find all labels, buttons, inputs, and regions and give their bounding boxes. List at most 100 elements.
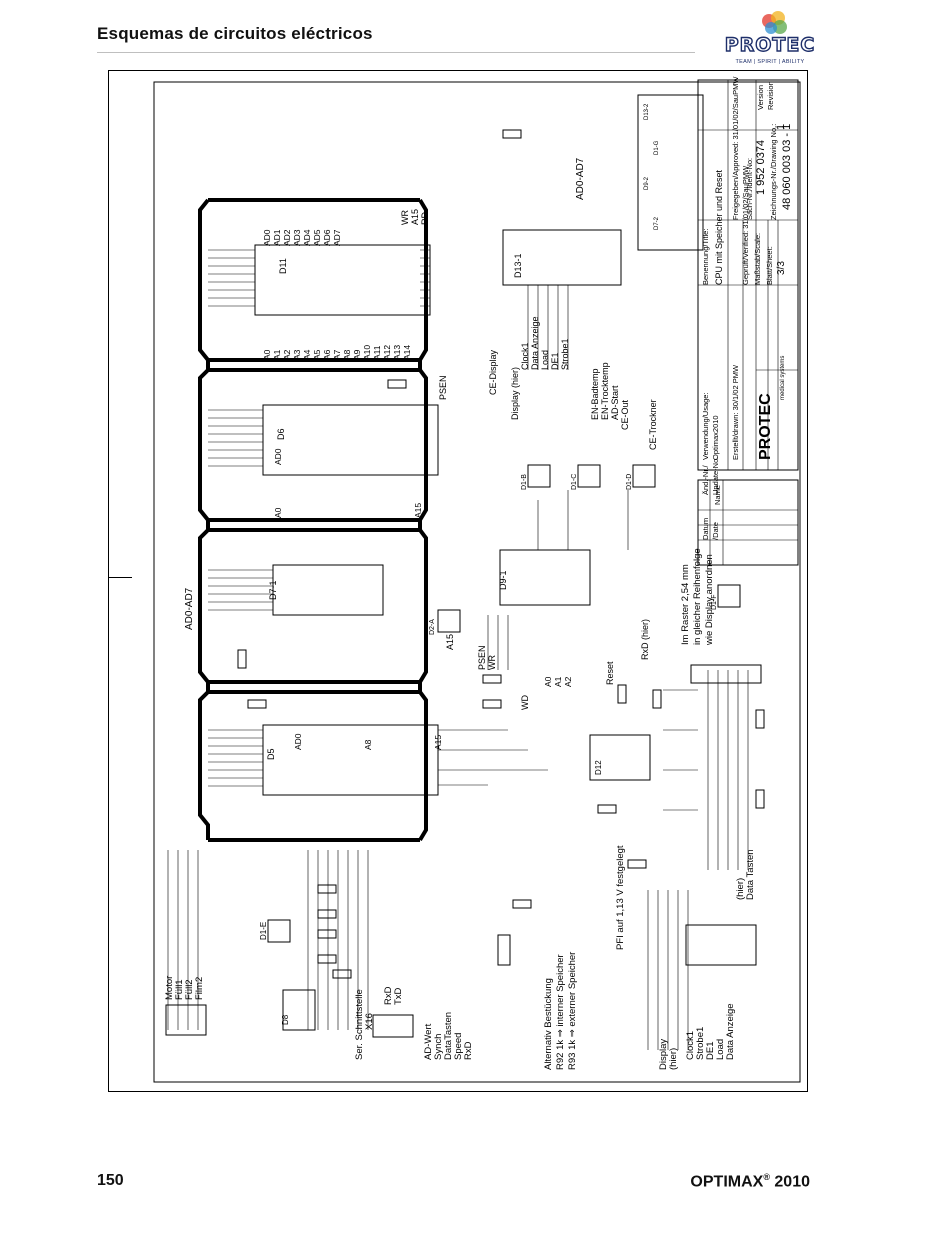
d6-ad-label: AD0 bbox=[273, 448, 283, 465]
sel-a1: A1 bbox=[553, 676, 563, 687]
d5-a15: A15 bbox=[433, 735, 443, 750]
motor-line-2: Füll2 bbox=[184, 979, 195, 1000]
resistors bbox=[237, 129, 765, 979]
sig-reset: Reset bbox=[605, 661, 615, 685]
disp-sig-strobe1: Strobe1 bbox=[560, 338, 570, 370]
connector-b-row bbox=[690, 664, 762, 684]
sig-display-hier: Display (hier) bbox=[510, 367, 520, 420]
label-d8: D8 bbox=[281, 1014, 290, 1025]
tb-geprueft: Geprüft/Verified: 31/01/02/SauPMW bbox=[741, 165, 750, 285]
label-d13: D13-1 bbox=[513, 253, 523, 278]
d11-a2: A2 bbox=[282, 349, 292, 360]
d11-ad1: AD1 bbox=[272, 229, 282, 246]
motor-line-0: Motor bbox=[164, 976, 175, 1000]
adwert-2: DataTasten bbox=[443, 1012, 454, 1060]
disp-sig-clock1: Clock1 bbox=[520, 342, 530, 370]
tb-version-label: Version bbox=[756, 85, 765, 110]
protec-logo: PROTEC TEAM | SPIRIT | ABILITY bbox=[724, 10, 816, 68]
sig-wr: WR bbox=[400, 210, 410, 225]
rb-datum: Datum bbox=[701, 518, 710, 540]
disp-bottom-1: Strobe1 bbox=[695, 1027, 706, 1060]
d5-ad0: AD0 bbox=[293, 733, 303, 750]
tb-bezeichnung-label: Benennung/Title: bbox=[701, 229, 710, 285]
tb-freigegeben: Freigegeben/Approved: 31/01/02/SauPMW bbox=[731, 76, 740, 220]
d11-a0: A0 bbox=[262, 349, 272, 360]
data-tasten-label: Data Tasten bbox=[745, 849, 756, 900]
d11-a7: A7 bbox=[332, 349, 342, 360]
sig-wd: WD bbox=[520, 695, 530, 710]
label-d11: D11 bbox=[278, 258, 288, 274]
sig-rd: RD bbox=[420, 212, 430, 225]
label-d9: D9-1 bbox=[498, 570, 508, 590]
page-number: 150 bbox=[97, 1172, 124, 1189]
ic-d13-body bbox=[502, 229, 622, 286]
label-d7: D7-1 bbox=[268, 580, 278, 600]
raster-note-1: in gleicher Reihenfolge bbox=[692, 548, 703, 645]
gate-d1c bbox=[577, 464, 601, 488]
d11-a14: A14 bbox=[402, 345, 412, 360]
ic-d9-body bbox=[499, 549, 591, 606]
sig-psen-b: PSEN bbox=[477, 645, 487, 670]
sig-en-badtemp: EN-Badtemp bbox=[590, 368, 600, 420]
d11-ad0: AD0 bbox=[262, 229, 272, 246]
frame-tick bbox=[108, 577, 132, 578]
bus-brackets bbox=[198, 198, 428, 842]
d11-a10: A10 bbox=[362, 345, 372, 360]
sel-a0: A0 bbox=[543, 676, 553, 687]
product-name: OPTIMAX® 2010 bbox=[690, 1172, 810, 1191]
product-year: 2010 bbox=[769, 1173, 810, 1191]
protec-logo-word: PROTEC bbox=[724, 33, 816, 56]
tb-verwendung-value: Optimax2010 bbox=[711, 415, 720, 460]
connector-c-block bbox=[685, 924, 757, 966]
gate-d1f bbox=[717, 584, 741, 608]
serial-connector-label: X16 bbox=[364, 1013, 375, 1030]
sig-psen: PSEN bbox=[438, 375, 448, 400]
rb-date: /Date bbox=[711, 522, 720, 540]
serial-rxd: RxD bbox=[383, 986, 394, 1005]
bus-label-ad-right: AD0-AD7 bbox=[575, 157, 586, 200]
gate-d1e bbox=[267, 919, 291, 943]
d11-a1: A1 bbox=[272, 349, 282, 360]
d11-a13: A13 bbox=[392, 345, 402, 360]
display-bottom-label: Display bbox=[658, 1039, 669, 1070]
disp-bottom-2: DE1 bbox=[705, 1042, 716, 1060]
tb-sach-value: 1 952 0374 bbox=[755, 140, 767, 195]
rb-name: Name bbox=[713, 485, 722, 505]
sig-a15: A15 bbox=[410, 209, 420, 225]
tb-massstab: Maßstab/Scale: bbox=[753, 233, 762, 285]
d11-a5: A5 bbox=[312, 349, 322, 360]
schematic-inner-frame bbox=[153, 81, 801, 1083]
serial-label: Ser. Schnittstelle bbox=[354, 989, 365, 1060]
tb-zeichnung-label: Zeichnungs-Nr./Drawing No.: bbox=[769, 124, 778, 220]
sig-en-trocktemp: EN-Trocktemp bbox=[600, 362, 610, 420]
title-block-frame bbox=[697, 79, 799, 471]
disp-sig-data: Data Anzeige bbox=[530, 316, 540, 370]
sig-a15-b: A15 bbox=[445, 634, 455, 650]
crystal bbox=[497, 934, 511, 966]
protec-logo-mark-icon bbox=[762, 11, 787, 34]
label-d1c: D1-C bbox=[571, 474, 578, 490]
small-ic-0: D13-2 bbox=[644, 103, 650, 120]
disp-bottom-3: Load bbox=[715, 1039, 726, 1060]
sig-ce-out: CE-Out bbox=[620, 399, 630, 430]
variant-note-0: Alternativ Bestückung bbox=[543, 978, 554, 1070]
product-word: OPTIMAX bbox=[690, 1173, 764, 1191]
d11-a12: A12 bbox=[382, 345, 392, 360]
disp-bottom-0: Clock1 bbox=[685, 1031, 696, 1060]
d11-a8: A8 bbox=[342, 349, 352, 360]
sig-ad-start: AD-Start bbox=[610, 385, 620, 420]
adwert-4: RxD bbox=[463, 1041, 474, 1060]
d11-a9: A9 bbox=[352, 349, 362, 360]
variant-note-1: R92 1k ⇒ interner Speicher bbox=[555, 954, 566, 1070]
pin-lines bbox=[167, 249, 749, 1050]
schematic-outer-frame bbox=[108, 70, 808, 1092]
tb-revision-label: Revision bbox=[766, 81, 775, 110]
logic-gates bbox=[267, 464, 741, 943]
label-d1e: D1-E bbox=[259, 922, 268, 940]
ic-d6-body bbox=[262, 404, 439, 476]
gate-d2a bbox=[437, 609, 461, 633]
registered-mark: ® bbox=[763, 1172, 770, 1182]
motor-line-1: Füll1 bbox=[174, 979, 185, 1000]
tb-sach-label: Sach-Nr./Ident-No: bbox=[745, 158, 754, 220]
protec-logo-tagline: TEAM | SPIRIT | ABILITY bbox=[735, 59, 805, 65]
